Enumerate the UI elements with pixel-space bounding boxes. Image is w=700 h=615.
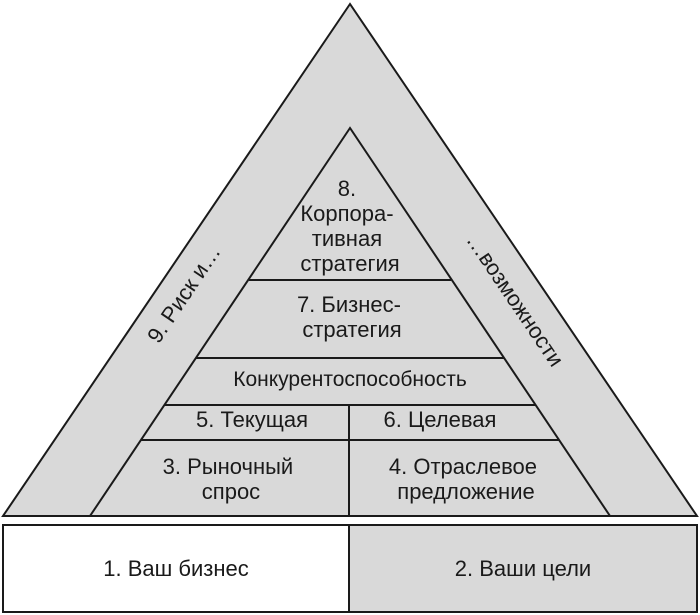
business-strategy-label: 7. Бизнес- стратегия	[297, 292, 407, 342]
target-label: 6. Целевая	[384, 407, 497, 432]
competitiveness-label: Конкурентоспособность	[233, 368, 467, 391]
current-label: 5. Текущая	[196, 407, 308, 432]
your-business-label: 1. Ваш бизнес	[103, 555, 249, 581]
industry-supply-label: 4. Отраслевое предложение	[389, 454, 543, 504]
your-business-box: 1. Ваш бизнес	[2, 524, 350, 613]
market-demand-label: 3. Рыночный спрос	[163, 454, 300, 504]
corporate-strategy-label: 8. Корпора- тивная стратегия	[300, 176, 399, 276]
your-goals-label: 2. Ваши цели	[454, 555, 592, 581]
your-goals-box: 2. Ваши цели	[348, 524, 698, 613]
